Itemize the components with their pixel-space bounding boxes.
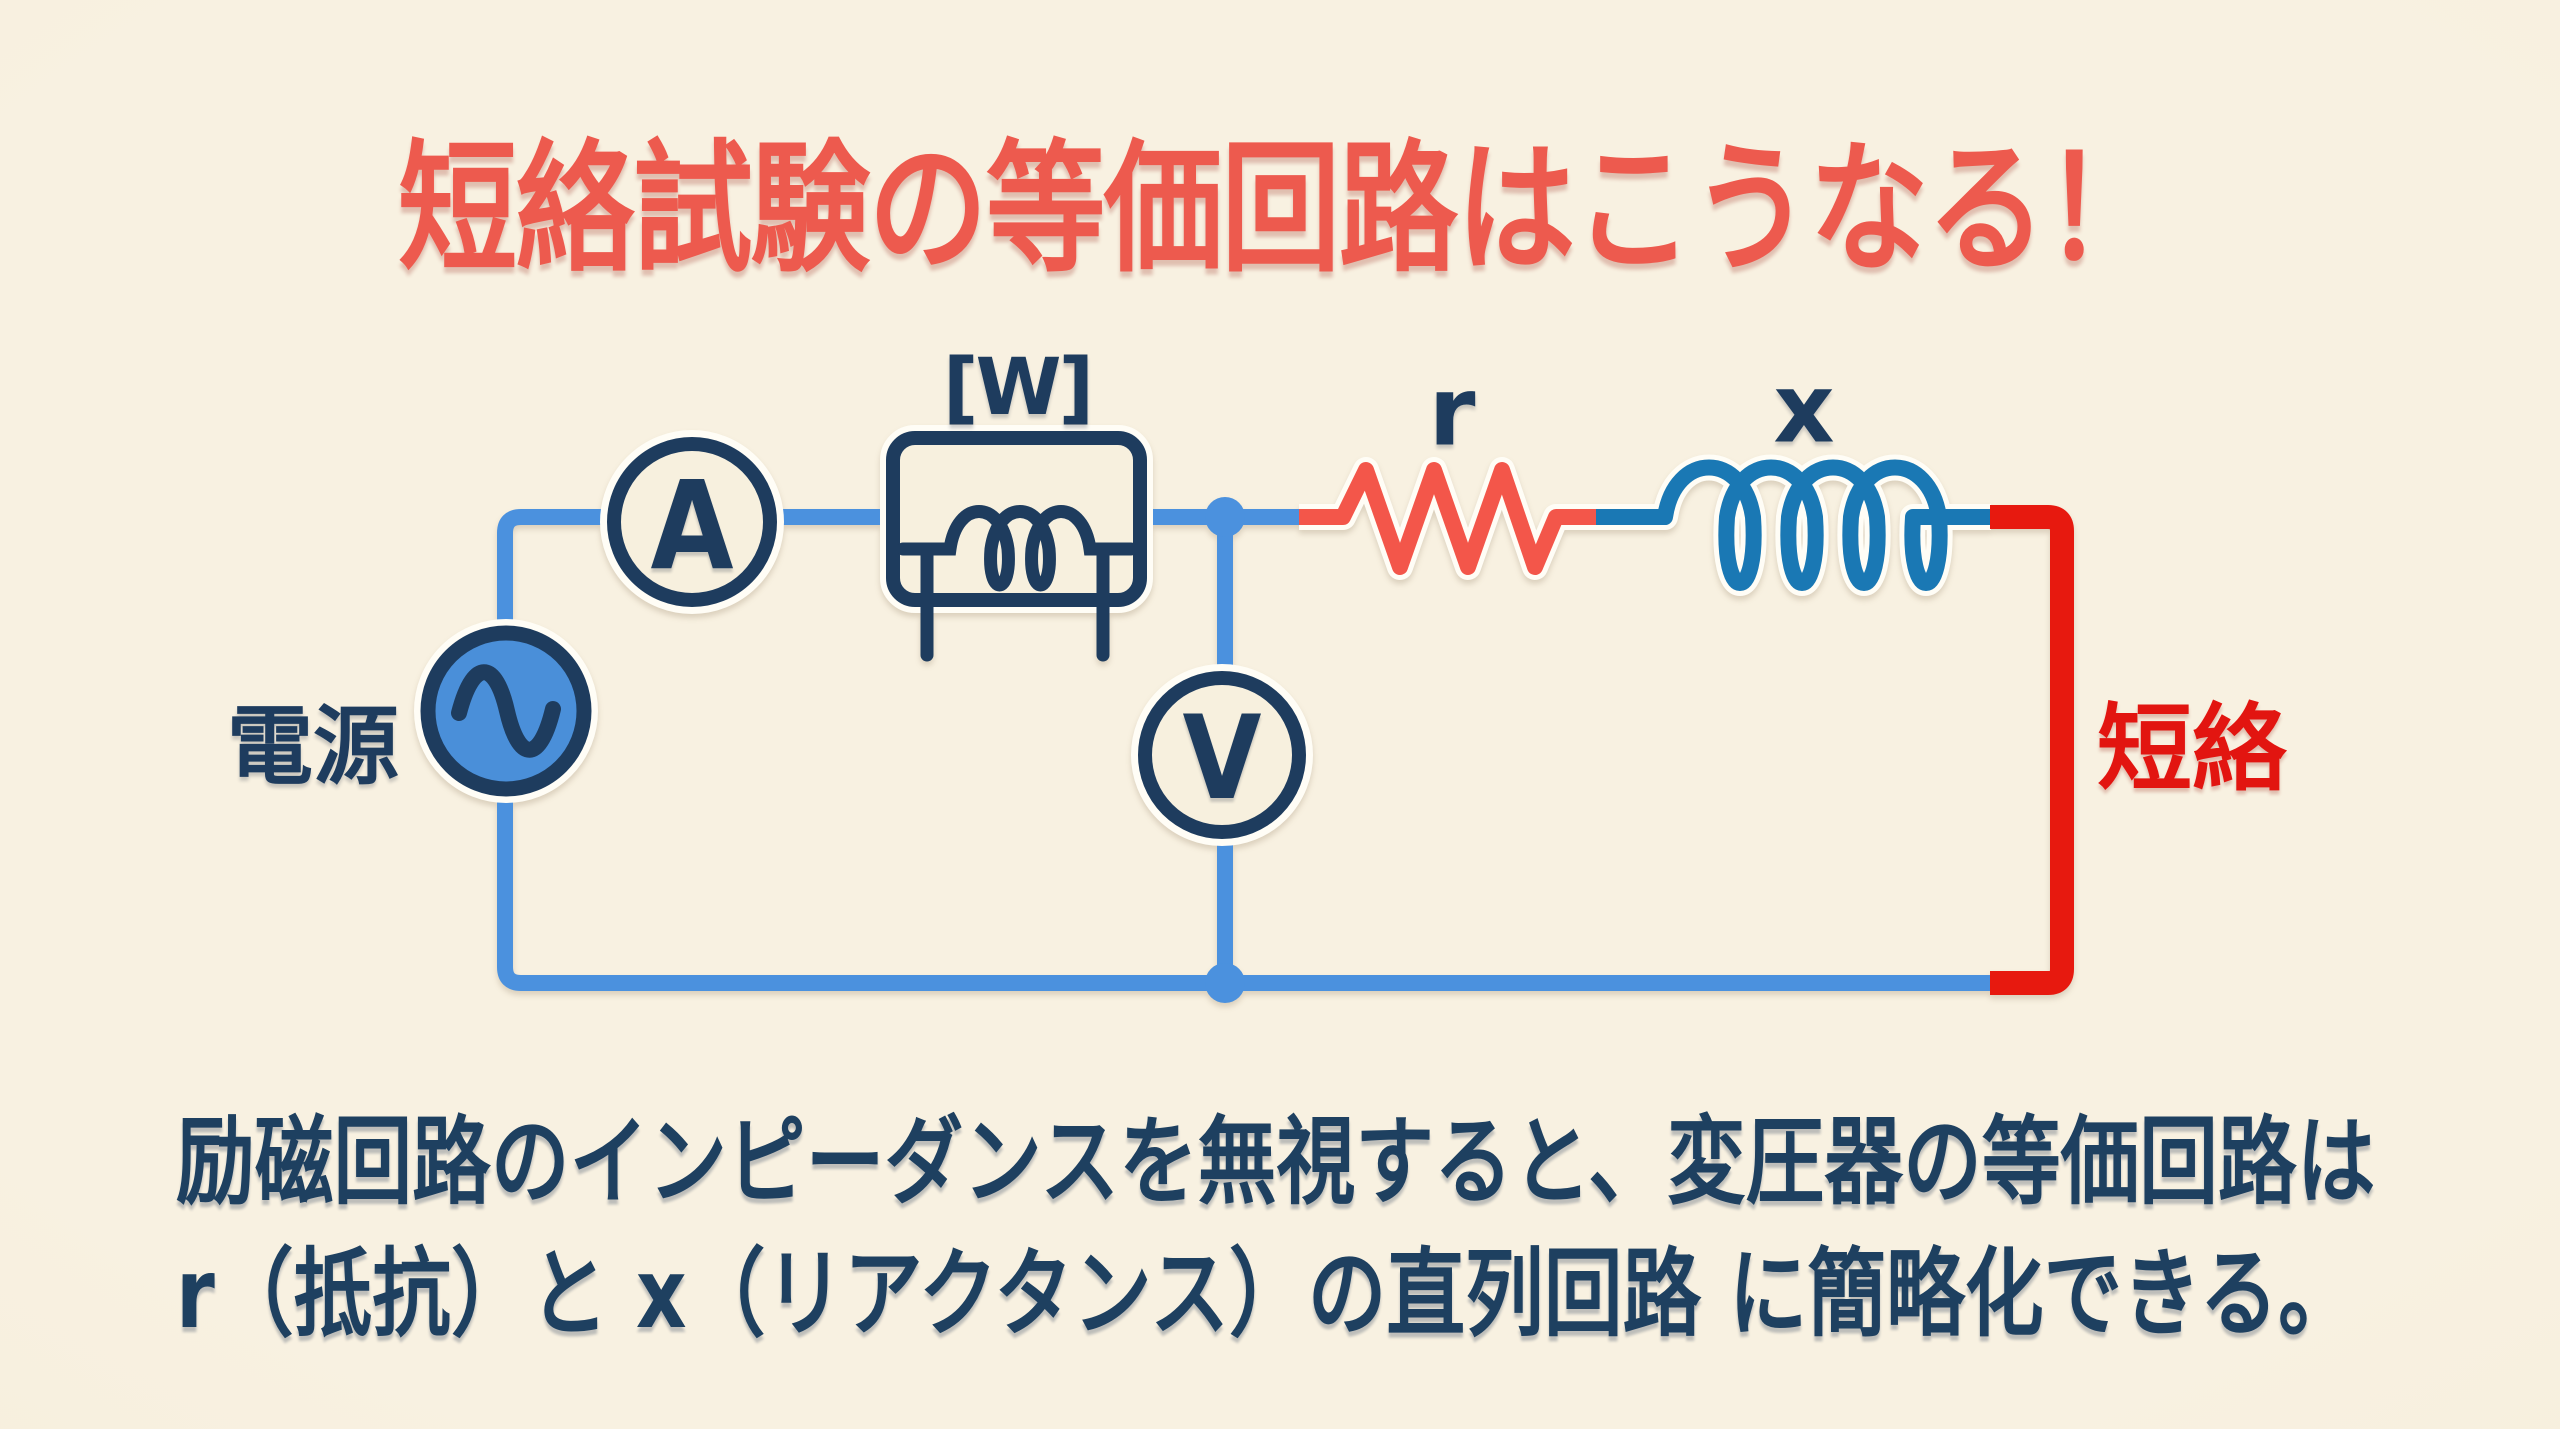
wattmeter-coil xyxy=(896,505,1138,592)
resistance-label: r xyxy=(1428,357,1476,468)
short-circuit-label: 短絡 xyxy=(2096,694,2288,805)
ac-source-symbol xyxy=(414,619,598,803)
description-line-2: r（抵抗）と x（リアクタンス）の直列回路 に簡略化できる。 xyxy=(176,1238,2357,1350)
wattmeter-label: [W] xyxy=(942,343,1094,433)
ammeter-circle xyxy=(607,437,777,607)
ammeter-letter: A xyxy=(650,455,734,597)
voltmeter-circle xyxy=(1138,671,1306,839)
description-line-1: 励磁回路のインピーダンスを無視すると、変圧器の等価回路は xyxy=(176,1106,2376,1218)
page-title: 短絡試験の等価回路はこうなる！ xyxy=(398,127,2164,292)
junction-dot-bottom xyxy=(1205,963,1245,1003)
junction-dot-top xyxy=(1205,497,1245,537)
power-source-label: 電源 xyxy=(227,697,399,797)
inductor-coil xyxy=(1596,459,1991,591)
sine-wave-icon xyxy=(451,664,561,758)
voltmeter-letter: V xyxy=(1182,691,1262,826)
wattmeter-box xyxy=(886,431,1147,607)
description-text: 励磁回路のインピーダンスを無視すると、変圧器の等価回路は r（抵抗）と x（リア… xyxy=(176,1096,2375,1360)
short-circuit-bar xyxy=(1990,505,2074,995)
reactance-label: x xyxy=(1773,354,1835,465)
wattmeter-symbol xyxy=(880,425,1153,662)
wattmeter-legs xyxy=(920,542,1110,662)
resistor-zigzag xyxy=(1299,462,1602,575)
